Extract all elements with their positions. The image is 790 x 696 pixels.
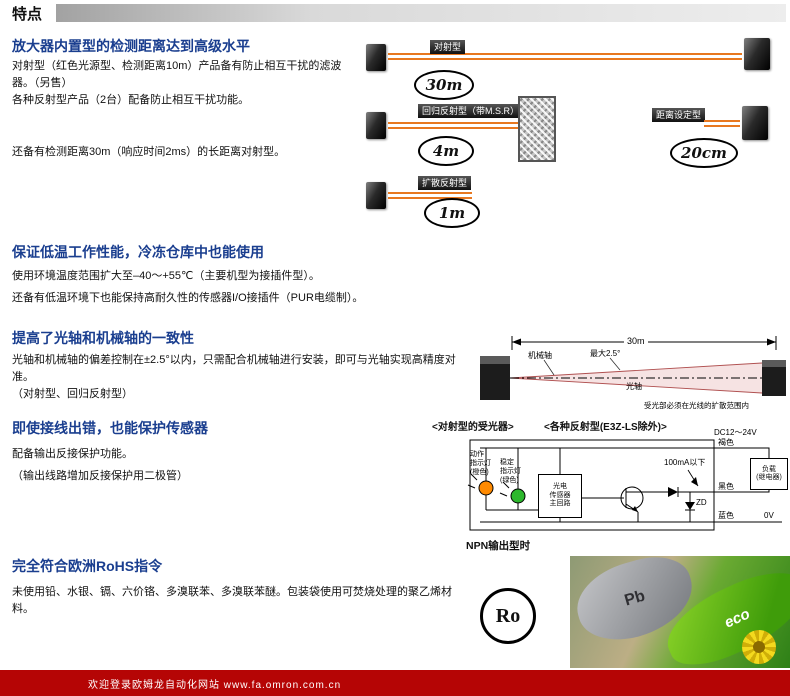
eco-label: eco	[721, 604, 753, 632]
section5-heading: 完全符合欧洲RoHS指令	[12, 558, 163, 574]
section2-paragraph: 还备有低温环境下也能保持高耐久性的传感器I/O接插件（PUR电缆制）。	[12, 292, 364, 304]
circuit-title-right: <各种反射型(E3Z-LS除外)>	[544, 422, 667, 433]
output-circuit-diagram: <对射型的受光器> <各种反射型(E3Z-LS除外)>	[430, 418, 790, 554]
optical-axis-diagram: 30m 机械轴 最大2.5° 光轴 受光部必须在光线的扩散范围内	[478, 330, 790, 416]
sensor-icon	[366, 44, 386, 71]
section3-heading: 提高了光轴和机械轴的一致性	[12, 330, 194, 346]
footer-text: 欢迎登录欧姆龙自动化网站 www.fa.omron.com.cn	[88, 680, 342, 691]
section3-paragraph: 光轴和机械轴的偏差控制在±2.5°以内，只需配合机械轴进行安装，即可与光轴实现高…	[12, 354, 456, 383]
circuit-title-left: <对射型的受光器>	[432, 422, 514, 433]
action-indicator-label: 动作 指示灯 (橙色)	[470, 451, 491, 476]
header-bar	[56, 4, 786, 22]
section1-paragraph: 对射型（红色光源型、检测距离10m）产品备有防止相互干扰的滤波器。（另售）	[12, 60, 342, 89]
type-label-through-beam: 对射型	[430, 40, 466, 54]
axis-diagram-graphics	[480, 336, 786, 400]
page-title: 特点	[12, 6, 43, 23]
zener-diode-label: ZD	[696, 498, 707, 507]
blue-wire-label: 蓝色	[718, 511, 734, 520]
mechanical-axis-label: 机械轴	[528, 351, 552, 360]
range-badge-distance: 20cm	[670, 138, 738, 168]
max-angle-label: 最大2.5°	[590, 349, 621, 358]
light-beam	[388, 122, 518, 129]
load-box: 负载 (继电器)	[750, 458, 788, 490]
circuit-graphics	[467, 439, 782, 531]
section4-heading: 即使接线出错，也能保护传感器	[12, 420, 208, 436]
section1-heading: 放大器内置型的检测距离达到高级水平	[12, 38, 250, 54]
light-beam	[388, 192, 472, 199]
black-wire-label: 黑色	[718, 482, 734, 491]
type-label-retro: 回归反射型（带M.S.R）	[418, 104, 524, 118]
section2-paragraph: 使用环境温度范围扩大至–40～+55℃（主要机型为接插件型）。	[12, 270, 320, 282]
eco-image: Pb eco	[570, 556, 790, 668]
section1-paragraph: 各种反射型产品（2台）配备防止相互干扰功能。	[12, 94, 250, 106]
section3-paragraph: （对射型、回归反射型）	[12, 388, 133, 400]
brown-wire-label: 褐色	[718, 438, 734, 447]
flower-core	[753, 641, 765, 653]
supply-voltage-label: DC12～24V	[714, 428, 757, 437]
range-badge-through-beam: 30m	[414, 70, 474, 100]
section5-paragraph: 未使用铅、水银、镉、六价铬、多溴联苯、多溴联苯醚。包装袋使用可焚烧处理的聚乙烯材…	[12, 586, 452, 615]
section4-paragraph: （输出线路增加反接保护用二极管）	[12, 470, 188, 482]
current-limit-label: 100mA以下	[664, 458, 706, 467]
axis-distance-label: 30m	[624, 337, 648, 346]
sensor-icon	[742, 106, 768, 140]
reflector-icon	[518, 96, 556, 162]
light-beam	[388, 53, 742, 60]
flower-icon	[742, 630, 776, 664]
pb-label: Pb	[622, 587, 648, 610]
type-label-distance: 距离设定型	[652, 108, 706, 122]
range-badge-retro: 4m	[418, 136, 474, 166]
sensor-main-circuit-box: 光电 传感器 主回路	[538, 474, 582, 518]
sensor-icon	[366, 182, 386, 209]
stability-indicator-label: 稳定 指示灯 (绿色)	[500, 459, 521, 484]
footer-bar: 欢迎登录欧姆龙自动化网站 www.fa.omron.com.cn	[0, 670, 790, 696]
range-badge-diffuse: 1m	[424, 198, 480, 228]
section2-heading: 保证低温工作性能，冷冻仓库中也能使用	[12, 244, 264, 260]
receiver-note: 受光部必须在光线的扩散范围内	[644, 401, 749, 410]
rohs-logo: Ro	[480, 588, 536, 644]
section1-paragraph: 还备有检测距离30m（响应时间2ms）的长距离对射型。	[12, 146, 286, 158]
sensor-icon	[366, 112, 386, 139]
section4-paragraph: 配备输出反接保护功能。	[12, 448, 133, 460]
type-label-diffuse: 扩散反射型	[418, 176, 472, 190]
sensor-icon	[744, 38, 770, 70]
light-beam	[704, 120, 740, 127]
optical-axis-label: 光轴	[626, 382, 642, 391]
zero-volt-label: 0V	[764, 511, 774, 520]
circuit-caption: NPN输出型时	[466, 540, 531, 552]
